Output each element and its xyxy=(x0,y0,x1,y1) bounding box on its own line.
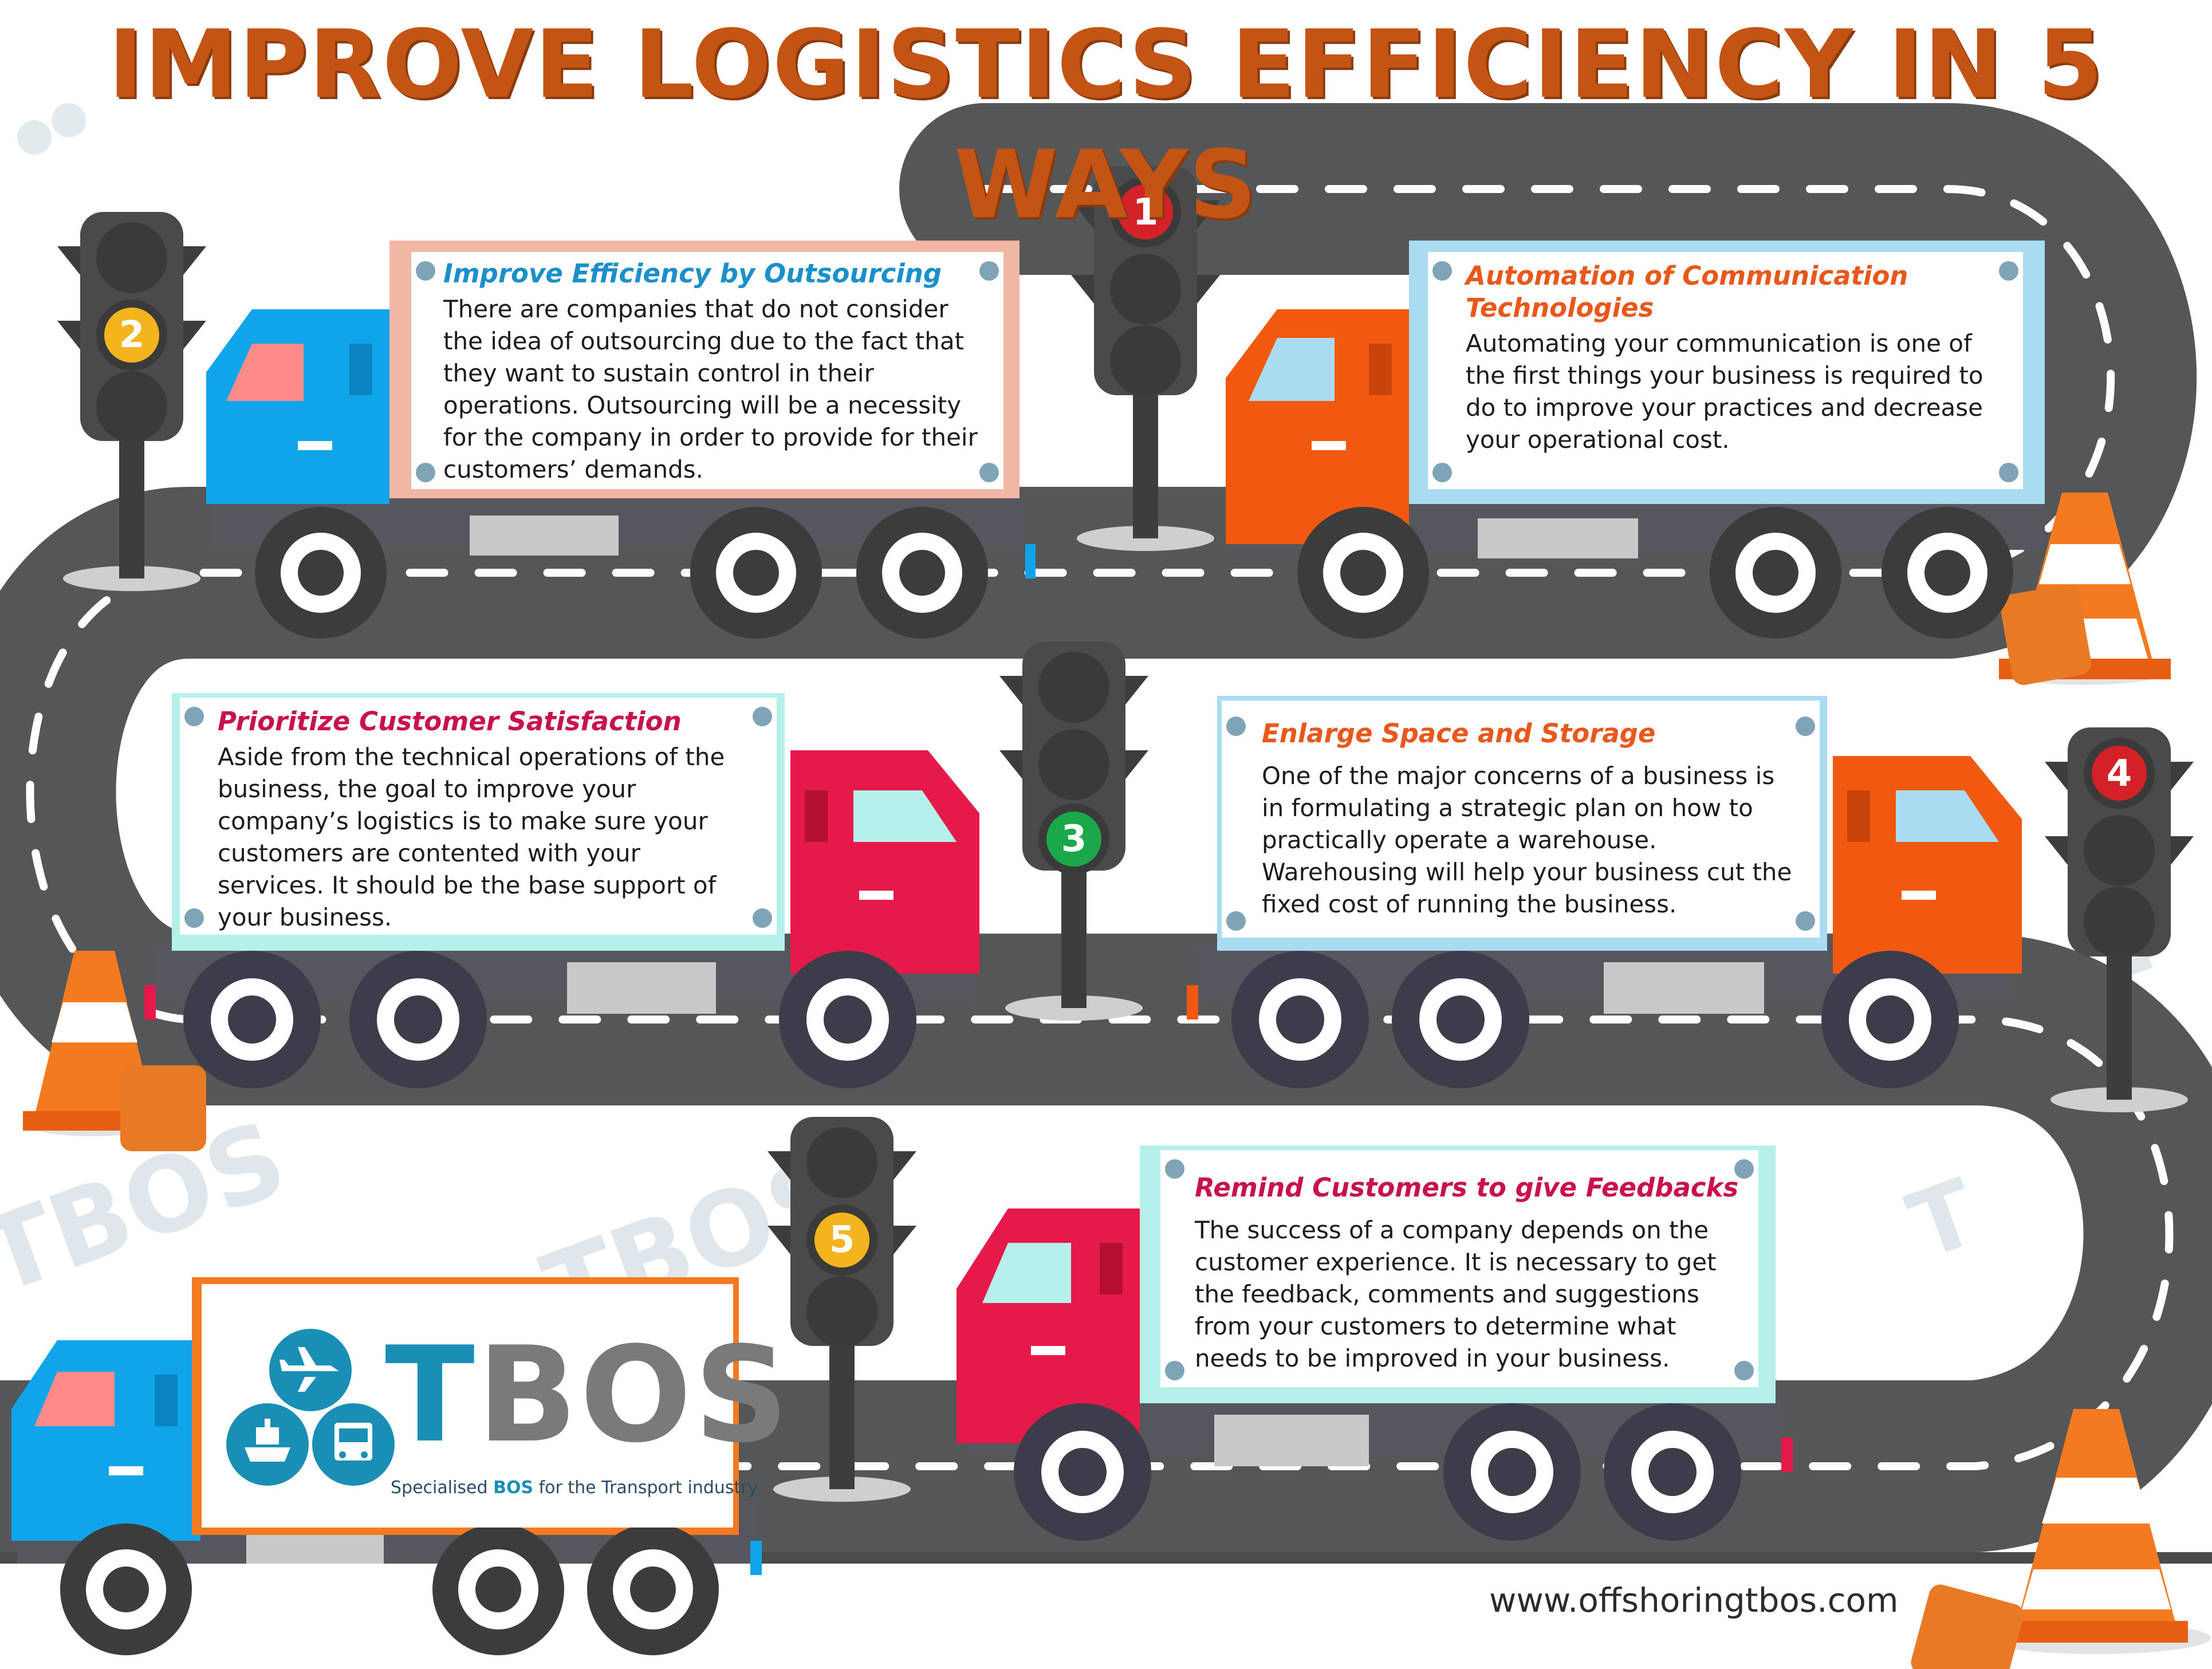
rivet-icon xyxy=(1734,1159,1754,1179)
website-url[interactable]: www.offshoringtbos.com xyxy=(1489,1581,1899,1620)
truck-icon xyxy=(312,1403,395,1486)
tip-heading: Remind Customers to give Feedbacks xyxy=(1195,1172,1739,1203)
brand-wordmark-bos: BOS xyxy=(477,1319,792,1472)
svg-text:T: T xyxy=(1895,1159,1991,1281)
rivet-icon xyxy=(184,908,204,928)
transport-icons xyxy=(226,1329,395,1486)
page-title: IMPROVE LOGISTICS EFFICIENCY IN 5 WAYS xyxy=(108,10,2104,239)
rivet-icon xyxy=(1226,911,1246,931)
tagline-text: for the Transport industry xyxy=(533,1478,758,1498)
brand-wordmark: TBOS xyxy=(385,1330,791,1462)
tip-card-feedback: Remind Customers to give Feedbacks The s… xyxy=(1156,1146,1763,1392)
rivet-icon xyxy=(1999,261,2018,281)
rivet-icon xyxy=(1165,1159,1184,1179)
rivet-icon xyxy=(753,908,772,928)
rivet-icon xyxy=(1734,1361,1754,1380)
rivet-icon xyxy=(1796,911,1815,931)
tbos-logo-panel: TBOS Specialised BOS for the Transport i… xyxy=(202,1284,789,1528)
rivet-icon xyxy=(753,707,772,726)
rivet-icon xyxy=(979,261,999,281)
traffic-cones xyxy=(23,493,2211,1669)
signal-number: 5 xyxy=(829,1219,855,1261)
rivet-icon xyxy=(1226,717,1246,736)
rivet-icon xyxy=(184,707,204,726)
tip-card-outsourcing: Improve Efficiency by Outsourcing There … xyxy=(407,247,1008,494)
tip-card-customer-satisfaction: Prioritize Customer Satisfaction Aside f… xyxy=(175,693,781,939)
signal-number: 3 xyxy=(1061,818,1087,860)
brand-wordmark-t: T xyxy=(385,1319,477,1472)
rivet-icon xyxy=(1999,463,2018,482)
signal-2: 2 xyxy=(105,308,159,362)
tip-body: There are companies that do not consider… xyxy=(443,295,978,483)
signal-number: 1 xyxy=(1132,191,1159,234)
signal-1: 1 xyxy=(1119,186,1172,239)
rivet-icon xyxy=(416,261,435,281)
rivet-icon xyxy=(979,463,999,482)
rivet-icon xyxy=(1432,261,1452,281)
tip-body: Aside from the technical operations of t… xyxy=(218,743,725,931)
tip-heading: Prioritize Customer Satisfaction xyxy=(218,706,682,737)
tip-body: One of the major concerns of a business … xyxy=(1262,762,1792,918)
tagline-bold: BOS xyxy=(493,1478,534,1498)
brand-tagline: Specialised BOS for the Transport indust… xyxy=(391,1478,758,1498)
airplane-icon xyxy=(269,1329,352,1411)
rivet-icon xyxy=(1165,1361,1184,1380)
tagline-text: Specialised xyxy=(391,1478,494,1498)
tip-heading: Improve Efficiency by Outsourcing xyxy=(443,258,942,289)
ship-icon xyxy=(226,1403,309,1486)
signal-4: 4 xyxy=(2092,747,2146,801)
tip-heading: Automation of Communication Technologies xyxy=(1466,261,1908,323)
tip-body: Automating your communication is one of … xyxy=(1466,329,1983,454)
tip-card-space-storage: Enlarge Space and Storage One of the maj… xyxy=(1217,696,1824,942)
rivet-icon xyxy=(1796,717,1815,736)
traffic-signals xyxy=(57,166,2194,1502)
tip-card-automation: Automation of Communication Technologies… xyxy=(1423,247,2028,494)
signal-number: 2 xyxy=(119,314,145,356)
rivet-icon xyxy=(1432,463,1452,482)
signal-3: 3 xyxy=(1047,812,1101,866)
signal-number: 4 xyxy=(2106,753,2132,795)
rivet-icon xyxy=(416,463,435,482)
tip-body: The success of a company depends on the … xyxy=(1195,1216,1717,1372)
signal-5: 5 xyxy=(815,1213,869,1267)
tip-heading: Enlarge Space and Storage xyxy=(1262,718,1656,749)
